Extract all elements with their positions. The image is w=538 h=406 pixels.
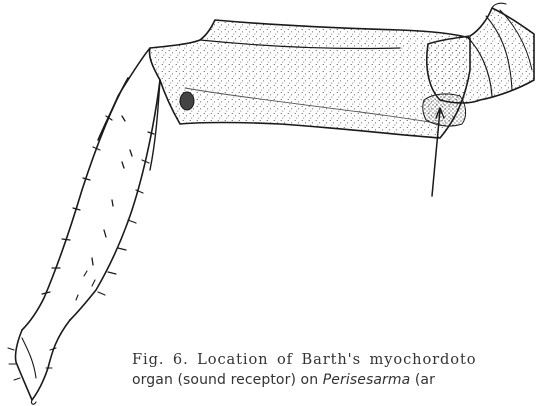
carpus-segment xyxy=(427,3,534,103)
caption-line-1: Fig. 6. Location of Barth's myochordoto xyxy=(132,350,538,370)
caption-line-2: organ (sound receptor) on Perisesarma (a… xyxy=(132,370,538,390)
dactylus-segment xyxy=(8,320,70,404)
propodus-segment xyxy=(22,78,160,330)
figure-caption: Fig. 6. Location of Barth's myochordoto … xyxy=(132,350,538,390)
myochordotonal-organ-region xyxy=(423,94,466,126)
merus-segment xyxy=(149,20,470,138)
caption-line-2-suffix: (ar xyxy=(410,372,435,388)
genus-name: Perisesarma xyxy=(323,372,411,388)
caption-line-2-prefix: organ (sound receptor) on xyxy=(132,372,323,388)
